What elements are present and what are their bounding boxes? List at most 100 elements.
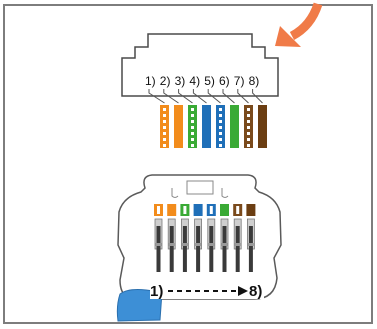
contact-head-stripe xyxy=(209,206,213,214)
pin-leader-line xyxy=(222,89,235,104)
wire-stripe-gap xyxy=(191,108,194,111)
wire-white-brown xyxy=(244,105,253,148)
pin-leader-line xyxy=(148,89,165,104)
wire-stripe-gap xyxy=(219,120,222,123)
wire-stripe-gap xyxy=(219,138,222,141)
contact-head-stripe xyxy=(157,206,160,214)
wire-stripe-gap xyxy=(191,126,194,129)
wire-body xyxy=(174,105,183,148)
wire-stripe-gap xyxy=(163,138,166,141)
plug-contact xyxy=(233,204,243,272)
plug-contact xyxy=(154,204,163,272)
wire-stripe-gap xyxy=(247,120,250,123)
wire-stripe-gap xyxy=(247,108,250,111)
wire-brown xyxy=(258,105,267,148)
contact-crimp xyxy=(195,243,202,246)
plug-contact xyxy=(246,204,256,272)
wire-blue xyxy=(202,105,211,148)
plug-contact xyxy=(167,204,177,272)
wire-body xyxy=(258,105,267,148)
wire-stripe-gap xyxy=(219,132,222,135)
contact-blade xyxy=(182,226,187,272)
pin-label: 4) xyxy=(189,74,200,88)
contact-blade xyxy=(248,226,253,272)
plug-contacts xyxy=(154,204,256,272)
jack-socket-outline xyxy=(121,33,279,97)
contact-crimp xyxy=(247,243,254,246)
pin-leader-line xyxy=(207,89,221,104)
wire-stripe-gap xyxy=(219,114,222,117)
wire-stripe-gap xyxy=(163,108,166,111)
pin-leader-line xyxy=(252,89,263,104)
wire-orange xyxy=(174,105,183,148)
pin-leader-line xyxy=(163,89,179,104)
plug-latch-left xyxy=(171,188,179,198)
wire-stripe-gap xyxy=(219,144,222,147)
pin-leader-line xyxy=(192,89,207,104)
contact-blade xyxy=(235,226,240,272)
wire-stripe-gap xyxy=(191,114,194,117)
wire-stripe-gap xyxy=(191,138,194,141)
pin-label: 6) xyxy=(219,74,230,88)
wire-stripe-gap xyxy=(219,126,222,129)
pin-sequence-indicator: 1) 8) xyxy=(150,281,264,300)
pin-leader-line xyxy=(178,89,193,104)
contact-blade xyxy=(209,226,214,272)
contact-blade xyxy=(196,226,201,272)
contact-crimp xyxy=(181,243,188,246)
contact-head xyxy=(193,204,203,216)
wire-stripe-gap xyxy=(163,120,166,123)
plug-contact xyxy=(193,204,203,272)
wire-stripe-gap xyxy=(163,144,166,147)
pin-label: 2) xyxy=(160,74,171,88)
wire-stripe-gap xyxy=(191,144,194,147)
wire-stripe-gap xyxy=(191,132,194,135)
contact-crimp xyxy=(168,243,175,246)
plug-contact xyxy=(220,204,229,272)
wire-green xyxy=(230,105,239,148)
wire-white-blue xyxy=(216,105,225,148)
pin-label: 7) xyxy=(234,74,245,88)
wire-stripe-gap xyxy=(219,108,222,111)
pin-label: 3) xyxy=(175,74,186,88)
contact-head xyxy=(167,204,177,216)
pin-label: 1) xyxy=(145,74,156,88)
pin-label: 8) xyxy=(249,74,260,88)
contact-head-stripe xyxy=(236,206,240,214)
wire-stripe-gap xyxy=(191,120,194,123)
pin-label: 5) xyxy=(204,74,215,88)
plug-latch-window xyxy=(186,180,214,195)
wire-stripe-gap xyxy=(163,126,166,129)
contact-crimp xyxy=(208,243,215,246)
wire-stripe-gap xyxy=(247,126,250,129)
contact-head-stripe xyxy=(183,206,187,214)
wire-stripe-gap xyxy=(247,114,250,117)
wire-stripe-gap xyxy=(247,144,250,147)
contact-blade xyxy=(169,226,174,272)
contact-blade xyxy=(222,226,227,272)
wire-stripe-gap xyxy=(247,138,250,141)
wire-stripe-gap xyxy=(163,114,166,117)
sequence-arrowhead-icon xyxy=(238,286,248,296)
contact-crimp xyxy=(234,243,241,246)
pin-leader-line xyxy=(237,89,249,104)
wire-stripe-gap xyxy=(163,132,166,135)
rj45-plug xyxy=(117,174,282,300)
wire-body xyxy=(230,105,239,148)
contact-head xyxy=(246,204,256,216)
wire-color-stubs xyxy=(160,105,267,148)
insertion-arrow-icon xyxy=(275,2,323,47)
pin-leader-lines xyxy=(148,89,263,104)
wire-white-green xyxy=(188,105,197,148)
sequence-end-label: 8) xyxy=(249,283,262,300)
wire-white-orange xyxy=(160,105,169,148)
wire-stripe-gap xyxy=(247,132,250,135)
sequence-start-label: 1) xyxy=(150,283,163,300)
contact-blade xyxy=(156,226,161,272)
wire-body xyxy=(202,105,211,148)
plug-contact xyxy=(180,204,190,272)
plug-latch-right xyxy=(221,188,229,198)
pin-label-row: 1) 2) 3)4) 5) 6) 7) 8) xyxy=(145,74,259,88)
contact-crimp xyxy=(221,243,228,246)
